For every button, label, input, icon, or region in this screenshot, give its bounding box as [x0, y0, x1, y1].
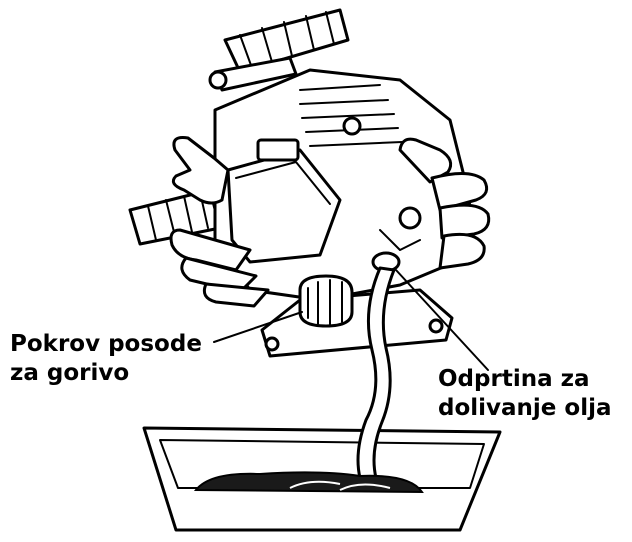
oil-filler-label-line-2: dolivanje olja: [438, 394, 612, 423]
oil-filler-label-line-1: Odprtina za: [438, 365, 612, 394]
fuel-cap-icon: [300, 276, 352, 326]
fuel-cap-label-line-2: za gorivo: [10, 359, 202, 388]
oil-filler-label: Odprtina za dolivanje olja: [438, 365, 612, 423]
fuel-cap-label-line-1: Pokrov posode: [10, 330, 202, 359]
fuel-cap-label: Pokrov posode za gorivo: [10, 330, 202, 388]
engine-icon: [215, 70, 470, 300]
